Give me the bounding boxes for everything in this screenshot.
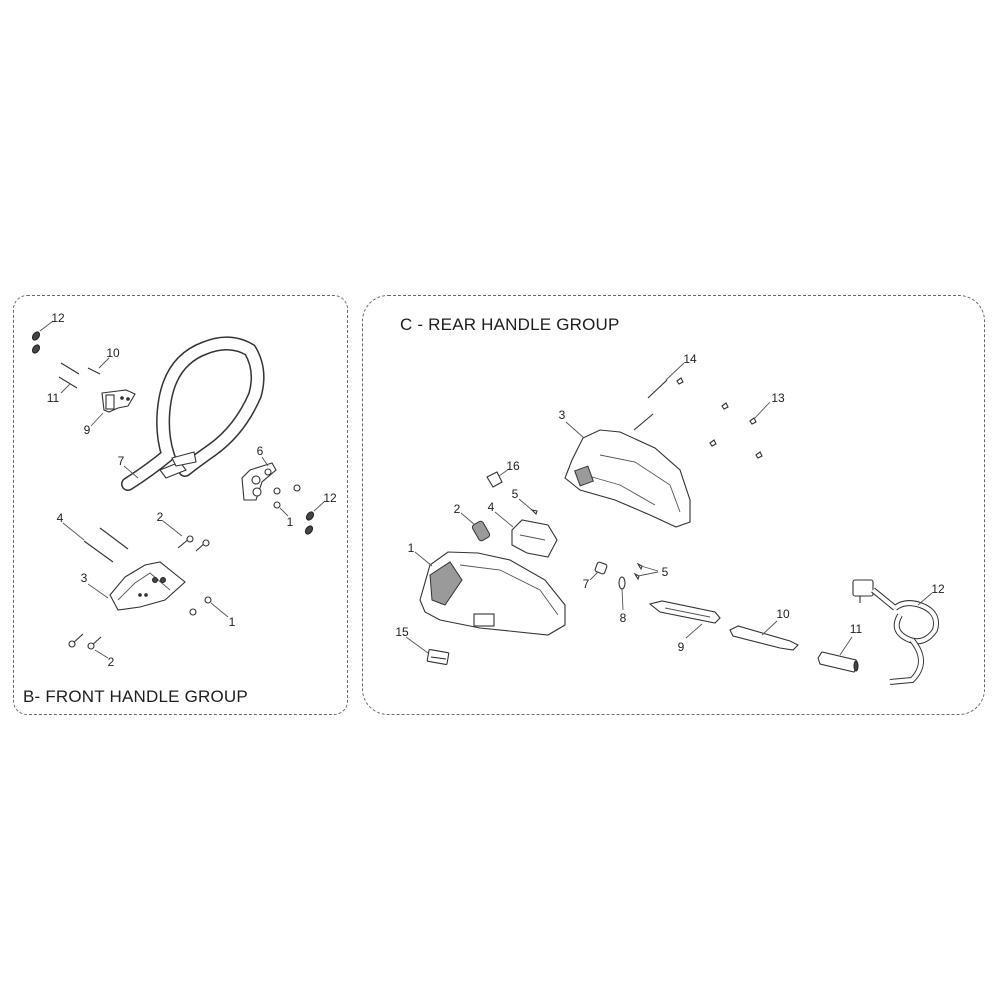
callout-c-15: 15 (395, 625, 409, 639)
rear-bar-10-icon (729, 620, 799, 651)
front-nuts-12-icon (31, 320, 54, 354)
callout-b-4: 4 (56, 511, 64, 525)
callout-b-9: 9 (83, 423, 91, 437)
front-handle-group-title: B- FRONT HANDLE GROUP (23, 687, 248, 706)
rear-screws-14-icon (633, 362, 685, 431)
callout-c-12: 12 (931, 582, 945, 596)
callout-c-9: 9 (677, 640, 685, 654)
rear-ring-8-icon (618, 576, 626, 611)
callout-b-6: 6 (256, 444, 264, 458)
callout-b-1: 1 (286, 515, 294, 529)
rear-spring-2-icon (460, 512, 491, 542)
callout-b-12b: 12 (323, 491, 337, 505)
callout-c-10: 10 (776, 607, 790, 621)
rear-handle-left-half-1-icon (414, 551, 566, 636)
rear-grip-11-icon (817, 636, 859, 673)
callout-b-11: 11 (46, 391, 60, 405)
callout-c-13: 13 (771, 391, 785, 405)
rear-handle-group-frame (362, 295, 985, 715)
front-handle-group-frame (13, 295, 348, 715)
callout-c-4: 4 (487, 500, 495, 514)
callout-c-1: 1 (407, 541, 415, 555)
rear-pins-5b-icon (633, 562, 659, 581)
callout-b-2b: 2 (107, 655, 115, 669)
callout-c-14: 14 (683, 352, 697, 366)
front-bolts-2-icon (68, 520, 210, 659)
rear-part-7-icon (589, 561, 608, 581)
rear-part-15-icon (405, 636, 450, 666)
callout-c-3: 3 (558, 408, 566, 422)
callout-c-7: 7 (582, 577, 590, 591)
front-nuts-12b-icon (304, 500, 326, 535)
front-nuts-1b-icon (189, 596, 229, 618)
front-long-pins-4-icon (62, 522, 129, 563)
front-bracket-3-icon (87, 561, 186, 611)
rear-power-cord-12-icon (852, 579, 939, 685)
rear-part-16-icon (486, 468, 510, 488)
callout-c-8: 8 (619, 611, 627, 625)
callout-b-2: 2 (156, 510, 164, 524)
front-nuts-1-icon (273, 484, 301, 517)
rear-handle-group-title: C - REAR HANDLE GROUP (400, 315, 620, 334)
front-clamp-6-icon (241, 456, 277, 501)
callout-c-2: 2 (453, 502, 461, 516)
front-handle-bar-7-icon (121, 336, 265, 491)
callout-c-16: 16 (506, 459, 520, 473)
front-hinge-bracket-9-icon (90, 389, 136, 427)
callout-b-10: 10 (106, 346, 120, 360)
rear-pin-5a-icon (518, 498, 538, 516)
rear-plate-9-icon (648, 600, 721, 639)
callout-b-1b: 1 (228, 615, 236, 629)
callout-b-7: 7 (117, 454, 125, 468)
rear-handle-right-half-3-icon (564, 421, 691, 528)
rear-trigger-4-icon (494, 511, 558, 558)
front-pins-10-11-icon (58, 357, 110, 394)
callout-b-3: 3 (80, 571, 88, 585)
rear-screws-13-icon (709, 401, 771, 459)
callout-c-11: 11 (849, 622, 863, 636)
callout-b-12: 12 (51, 311, 65, 325)
callout-c-5b: 5 (661, 565, 669, 579)
callout-c-5: 5 (511, 487, 519, 501)
